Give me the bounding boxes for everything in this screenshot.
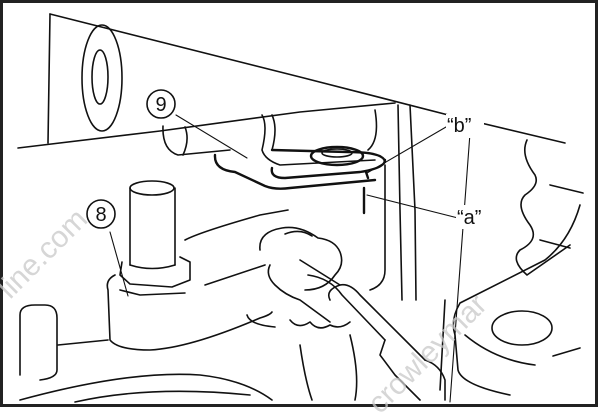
callout-9: 9 [146, 89, 176, 119]
measurement-marks [362, 170, 370, 215]
callout-8: 8 [86, 199, 116, 229]
watermark-right: crowleymar [362, 288, 494, 419]
bracket-part-9 [213, 104, 417, 301]
callout-9-label: 9 [155, 94, 166, 116]
callout-b: “b” [446, 114, 484, 138]
border [0, 0, 598, 407]
callout-a: “a” [456, 205, 496, 229]
upper-housing [17, 13, 566, 156]
lever-part-8 [19, 180, 289, 403]
watermark-left: line.com [0, 203, 94, 305]
callout-a-label: “a” [457, 207, 481, 229]
right-housing [439, 139, 584, 396]
leader-lines [109, 114, 471, 403]
callout-8-label: 8 [95, 204, 106, 226]
callout-b-label: “b” [447, 115, 471, 137]
socket-wrench [259, 226, 446, 401]
